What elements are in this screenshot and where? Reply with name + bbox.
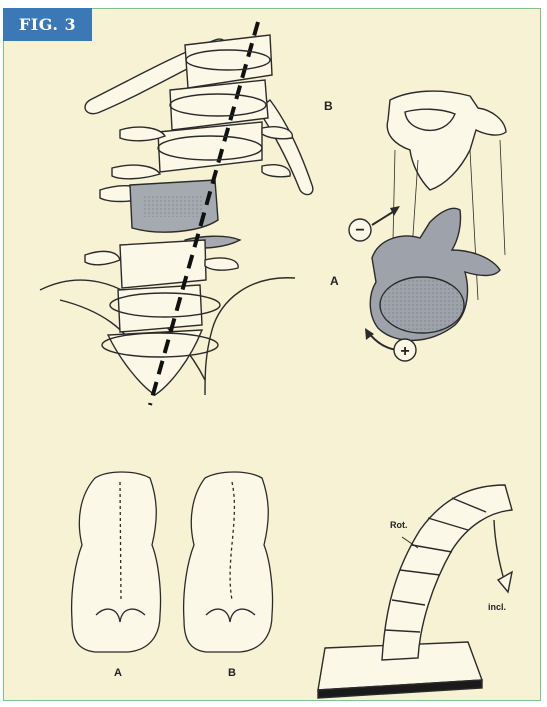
spine-model-drawing <box>318 485 512 698</box>
minus-symbol: − <box>355 222 364 239</box>
plus-symbol: + <box>400 343 409 360</box>
label-back-a: A <box>114 667 122 679</box>
back-views-drawing <box>72 472 273 652</box>
lumbar-spine-drawing <box>40 22 313 405</box>
vertebra-rotation-drawing <box>349 91 506 361</box>
label-inclination: incl. <box>488 602 506 612</box>
label-back-b: B <box>228 667 236 679</box>
label-b-top: B <box>324 99 333 113</box>
label-a-mid: A <box>330 274 339 288</box>
label-rotation: Rot. <box>390 520 408 530</box>
